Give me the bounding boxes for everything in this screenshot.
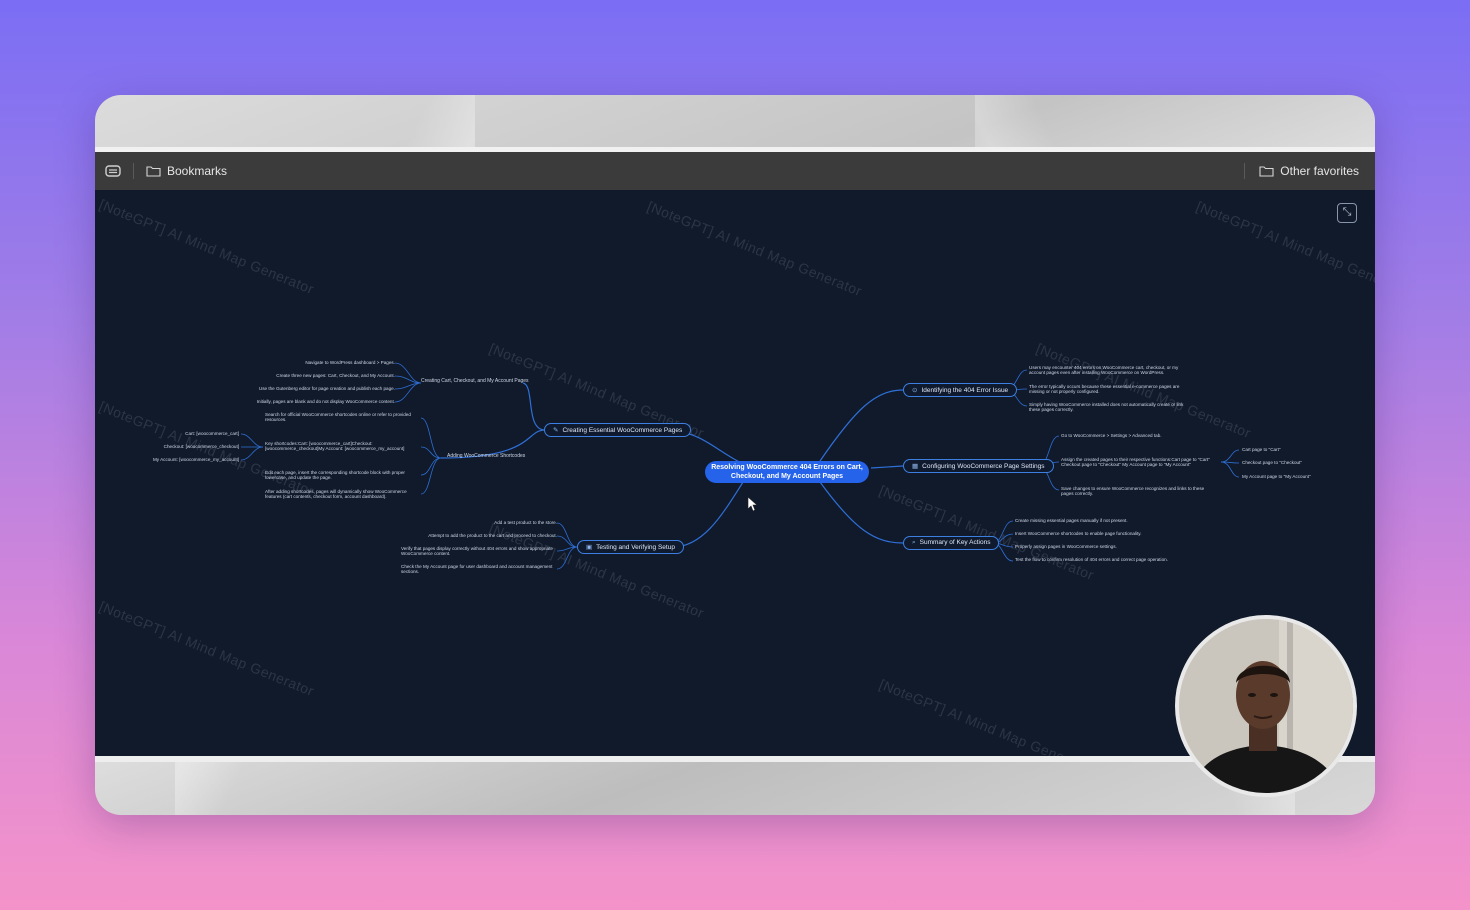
leaf-text: Navigate to WordPress dashboard > Pages. — [305, 360, 395, 365]
leaf-text: Edit each page, insert the corresponding… — [265, 470, 405, 481]
connector — [556, 522, 578, 548]
connector — [420, 417, 442, 459]
leaf-text: Cart page to "Cart" — [1242, 447, 1281, 452]
leaf-text: Initially, pages are blank and do not di… — [256, 399, 395, 404]
magnifier-icon: ⌕ — [912, 539, 916, 546]
leaf-text: Simply having WooCommerce installed does… — [1029, 402, 1184, 413]
branch-label: Configuring WooCommerce Page Settings — [922, 463, 1045, 470]
branch-label: Creating Essential WooCommerce Pages — [562, 427, 683, 434]
leaf-text: Create missing essential pages manually … — [1015, 518, 1128, 523]
leaf-text: Insert WooCommerce shortcodes to enable … — [1015, 531, 1142, 536]
bottom-edge — [95, 756, 1375, 762]
leaf-text: Create three new pages: Cart, Checkout, … — [276, 373, 395, 378]
leaf-text: Verify that pages display correctly with… — [401, 546, 553, 557]
other-favorites-folder[interactable]: Other favorites — [1259, 164, 1359, 178]
toolbar-edge — [95, 147, 1375, 152]
edit-icon: ✎ — [553, 427, 559, 434]
connector — [1220, 449, 1240, 463]
collapse-icon: ⤡ — [1342, 206, 1352, 218]
leaf-text: Key shortcodes:Cart: [woocommerce_cart]C… — [265, 441, 405, 452]
connector — [394, 382, 422, 403]
leaf-text: Checkout page to "Checkout" — [1242, 460, 1302, 465]
search-icon: ⊙ — [912, 387, 918, 394]
bookmarks-bar: Bookmarks Other favorites — [95, 152, 1375, 190]
leaf-text: My Account: [woocommerce_my_account] — [152, 457, 239, 462]
leaf-text: Users may encounter 404 errors on WooCom… — [1029, 365, 1179, 376]
collapse-fullscreen-button[interactable]: ⤡ — [1337, 203, 1357, 223]
connector — [440, 429, 546, 459]
connector — [819, 481, 904, 544]
bookmarks-label: Bookmarks — [167, 164, 228, 178]
branch-label: Testing and Verifying Setup — [596, 544, 675, 551]
branch-configuring[interactable]: ▦Configuring WooCommerce Page Settings — [903, 459, 1054, 473]
presenter-avatar — [1179, 619, 1353, 793]
leaf-text: After adding shortcodes, pages will dyna… — [265, 489, 407, 500]
subnode-adding-shortcodes[interactable]: Adding WooCommerce Shortcodes — [447, 453, 526, 459]
connector — [522, 382, 546, 431]
webcam-overlay — [1175, 615, 1357, 797]
branch-summary[interactable]: ⌕Summary of Key Actions — [903, 536, 1000, 550]
leaf-text: Add a test product to the store. — [494, 520, 557, 525]
connector — [870, 465, 904, 469]
connector — [420, 457, 442, 495]
connector — [240, 433, 264, 448]
cursor-icon — [747, 496, 757, 512]
leaf-text: Assign the created pages to their respec… — [1061, 457, 1210, 468]
checkbox-icon: ▣ — [586, 544, 593, 551]
connector — [1220, 461, 1240, 478]
leaf-text: Attempt to add the product to the cart a… — [428, 533, 557, 538]
sidebar-toggle-icon[interactable] — [105, 165, 121, 177]
connector — [240, 446, 264, 461]
branch-testing[interactable]: ▣Testing and Verifying Setup — [577, 540, 684, 554]
subnode-creating-pages[interactable]: Creating Cart, Checkout, and My Account … — [421, 378, 529, 384]
leaf-text: Go to WooCommerce > Settings > Advanced … — [1061, 433, 1162, 438]
leaf-text: Properly assign pages in WooCommerce set… — [1015, 544, 1117, 549]
leaf-text: Save changes to ensure WooCommerce recog… — [1061, 486, 1205, 497]
branch-creating-pages[interactable]: ✎Creating Essential WooCommerce Pages — [544, 423, 692, 437]
leaf-text: The error typically occurs because these… — [1029, 384, 1180, 395]
connector — [672, 478, 746, 548]
leaf-text: Check the My Account page for user dashb… — [401, 564, 553, 575]
folder-icon — [1259, 166, 1274, 177]
connector — [556, 535, 578, 548]
connector — [420, 457, 442, 476]
branch-label: Identifying the 404 Error Issue — [921, 387, 1009, 394]
leaf-text: Test the flow to confirm resolution of 4… — [1015, 557, 1168, 562]
browser-frame: Bookmarks Other favorites [NoteGPT] AI M… — [95, 95, 1375, 815]
leaf-text: Checkout: [woocommerce_checkout] — [163, 444, 239, 449]
connector — [556, 546, 578, 570]
leaf-text: My Account page to "My Account" — [1242, 474, 1311, 479]
leaf-text: Cart: [woocommerce_cart] — [185, 431, 239, 436]
favorites-separator — [1244, 163, 1246, 179]
leaf-text: Use the Gutenberg editor for page creati… — [258, 386, 395, 391]
branch-identifying[interactable]: ⊙Identifying the 404 Error Issue — [903, 383, 1018, 397]
folder-icon — [146, 166, 161, 177]
bookmarks-folder[interactable]: Bookmarks — [146, 164, 227, 178]
bookmarks-separator — [133, 163, 134, 179]
leaf-text: Search for official WooCommerce shortcod… — [265, 412, 411, 423]
connector — [819, 389, 904, 462]
connector — [394, 362, 422, 384]
settings-icon: ▦ — [912, 463, 919, 470]
other-favorites-label: Other favorites — [1280, 164, 1359, 178]
mind-map-viewer[interactable]: [NoteGPT] AI Mind Map Generator [NoteGPT… — [95, 190, 1375, 756]
connector — [420, 446, 442, 459]
mind-map-center-node[interactable]: Resolving WooCommerce 404 Errors on Cart… — [705, 461, 869, 483]
branch-label: Summary of Key Actions — [919, 539, 991, 546]
